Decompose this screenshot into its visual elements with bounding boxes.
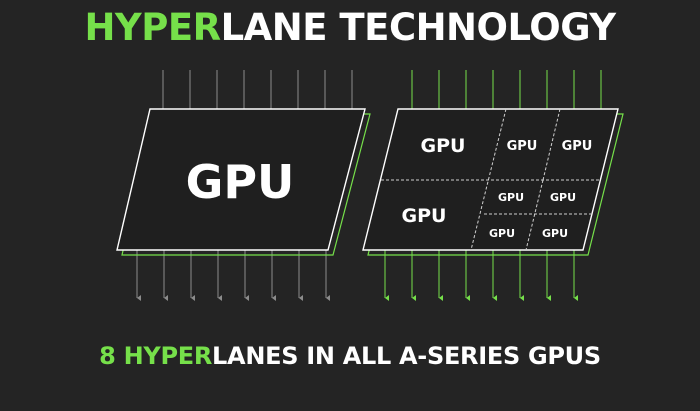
page-title: HYPERLANE TECHNOLOGY	[0, 6, 700, 49]
partition-gpu-label: GPU	[550, 191, 576, 204]
partition-gpu-label: GPU	[402, 205, 447, 227]
footer-rest: LANES IN ALL A-SERIES GPUS	[212, 342, 601, 370]
left-output-lanes	[136, 250, 330, 301]
single-gpu-panel: GPU	[116, 70, 371, 301]
partition-gpu-label: GPU	[489, 227, 515, 240]
title-highlight: HYPER	[84, 6, 221, 49]
partition-gpu-label: GPU	[421, 135, 466, 157]
title-rest: LANE TECHNOLOGY	[220, 6, 616, 49]
partitioned-gpu-board	[362, 108, 619, 251]
footer-number: 8	[99, 342, 124, 370]
footer-highlight: HYPER	[123, 342, 213, 370]
single-gpu-label: GPU	[186, 155, 295, 209]
partition-gpu-label: GPU	[498, 191, 524, 204]
partitioned-gpu-panel: GPU GPU GPU GPU GPU GPU GPU GPU	[362, 70, 624, 301]
left-input-lanes	[162, 70, 353, 109]
partition-divider-vertical-2	[542, 108, 561, 181]
partition-gpu-label: GPU	[562, 139, 593, 154]
single-gpu-board	[116, 108, 366, 251]
right-output-lanes	[384, 250, 578, 301]
partition-gpu-label: GPU	[542, 227, 568, 240]
footer-caption: 8 HYPERLANES IN ALL A-SERIES GPUS	[0, 342, 700, 370]
partition-divider-vertical-3	[525, 179, 544, 251]
partition-gpu-label: GPU	[507, 139, 538, 154]
right-input-lanes	[411, 70, 602, 109]
partition-divider-vertical-1	[470, 108, 507, 251]
